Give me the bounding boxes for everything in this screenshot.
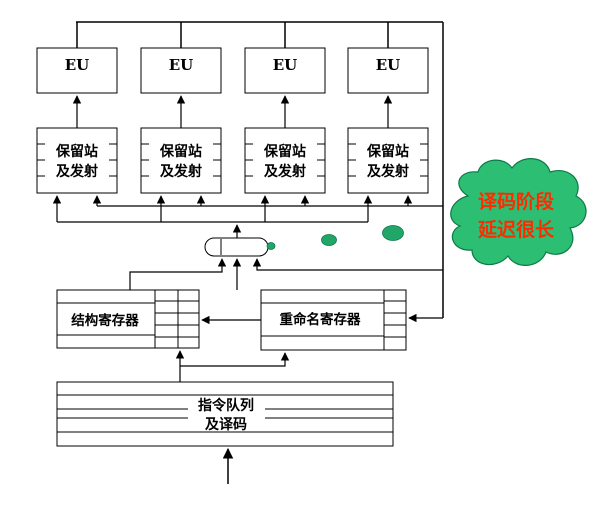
issue-node bbox=[204, 237, 269, 257]
common-data-bus bbox=[76, 21, 444, 318]
rs-label-2-line2: 及发射 bbox=[160, 163, 202, 180]
eu-label-1: EU bbox=[65, 56, 90, 74]
rs-label-2-line1: 保留站 bbox=[159, 143, 202, 160]
rs-label-3-line1: 保留站 bbox=[263, 143, 306, 160]
rs-label-3-line2: 及发射 bbox=[264, 163, 306, 180]
rs-input-bus bbox=[52, 195, 443, 238]
queue-label-line2: 及译码 bbox=[205, 417, 247, 433]
rs-box-3: 保留站 及发射 bbox=[244, 127, 326, 194]
cloud-text-line2: 延迟很长 bbox=[477, 218, 555, 241]
queue-label-line1: 指令队列 bbox=[198, 397, 254, 414]
decode-delay-cloud: 译码阶段 延迟很长 bbox=[450, 158, 587, 266]
eu-box-3: EU bbox=[244, 47, 326, 94]
rs-label-4-line2: 及发射 bbox=[367, 163, 409, 180]
thought-bubbles bbox=[266, 225, 404, 250]
register-arrows bbox=[129, 258, 443, 325]
rs-box-2: 保留站 及发射 bbox=[140, 127, 222, 194]
arch-register-box: 结构寄存器 bbox=[56, 289, 200, 349]
rs-label-4-line1: 保留站 bbox=[366, 143, 409, 160]
queue-to-register-arrows bbox=[175, 350, 290, 382]
eu-label-2: EU bbox=[169, 56, 194, 74]
eu-label-3: EU bbox=[273, 56, 298, 74]
eu-box-4: EU bbox=[347, 47, 429, 94]
eu-label-4: EU bbox=[376, 56, 401, 74]
rs-label-1-line1: 保留站 bbox=[55, 143, 98, 160]
eu-box-1: EU bbox=[36, 47, 118, 94]
rs-box-4: 保留站 及发射 bbox=[347, 127, 429, 194]
rename-register-box: 重命名寄存器 bbox=[260, 289, 407, 351]
rs-row: 保留站 及发射 保留站 及发射 保留站 及发射 bbox=[36, 127, 429, 194]
rs-box-1: 保留站 及发射 bbox=[36, 127, 118, 194]
rename-register-label: 重命名寄存器 bbox=[280, 311, 361, 328]
rs-label-1-line2: 及发射 bbox=[56, 163, 98, 180]
eu-box-2: EU bbox=[140, 47, 222, 94]
eu-row: EU EU EU EU bbox=[36, 47, 429, 94]
instruction-queue-box: 指令队列 及译码 bbox=[56, 381, 394, 447]
arch-register-label: 结构寄存器 bbox=[71, 312, 139, 329]
cloud-text-line1: 译码阶段 bbox=[478, 190, 555, 213]
rs-to-eu-arrows bbox=[72, 95, 393, 128]
